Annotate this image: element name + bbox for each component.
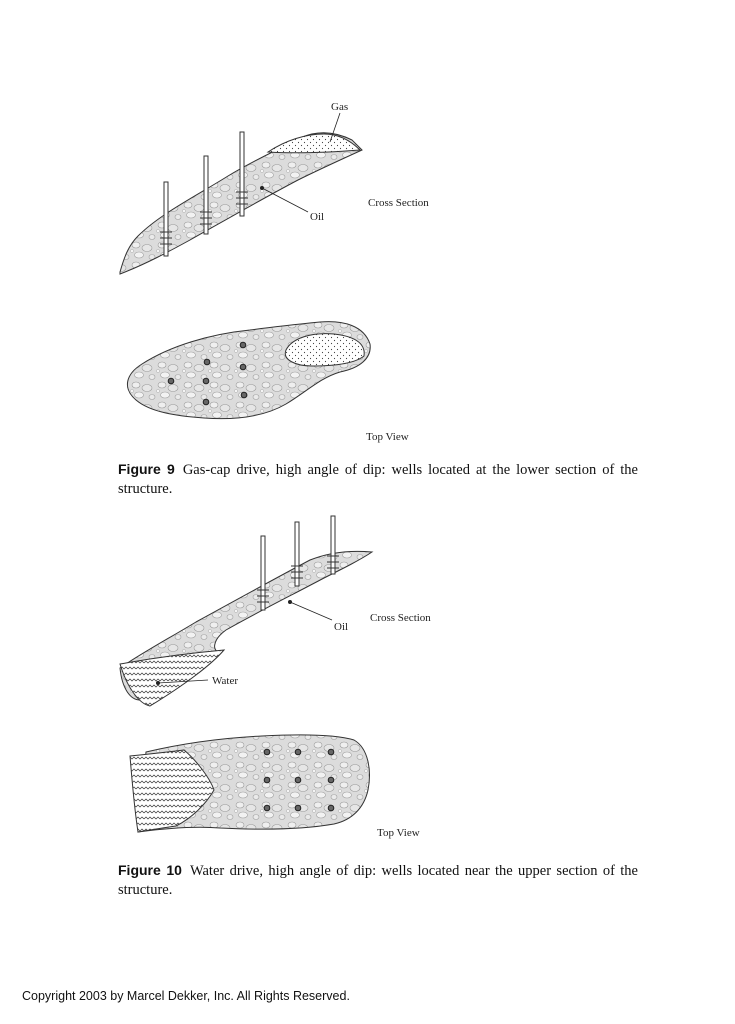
oil-leader-line: [262, 188, 308, 212]
water-label: Water: [212, 675, 238, 687]
cross-section-label: Cross Section: [368, 197, 429, 209]
copyright-notice: Copyright 2003 by Marcel Dekker, Inc. Al…: [22, 989, 350, 1003]
gas-label: Gas: [331, 101, 348, 113]
cross-section-label: Cross Section: [370, 612, 431, 624]
figure10-caption-text: Water drive, high angle of dip: wells lo…: [118, 863, 638, 898]
figure9-top-view: Top View: [127, 322, 408, 443]
figure10-top-view: Top View: [130, 735, 420, 839]
top-view-label: Top View: [366, 431, 409, 443]
figure9-caption-text: Gas-cap drive, high angle of dip: wells …: [118, 462, 638, 497]
oil-leader-line: [290, 602, 332, 620]
figure9-cross-section: Gas Oil Cross Section: [120, 101, 429, 274]
top-view-label: Top View: [377, 827, 420, 839]
oil-label: Oil: [310, 211, 324, 223]
figure10-cross-section: Oil Water Cross Section: [120, 516, 431, 706]
oil-label: Oil: [334, 621, 348, 633]
figure9-number: Figure 9: [118, 461, 175, 477]
figure10-number: Figure 10: [118, 862, 182, 878]
gas-cap-shape: [268, 134, 360, 153]
